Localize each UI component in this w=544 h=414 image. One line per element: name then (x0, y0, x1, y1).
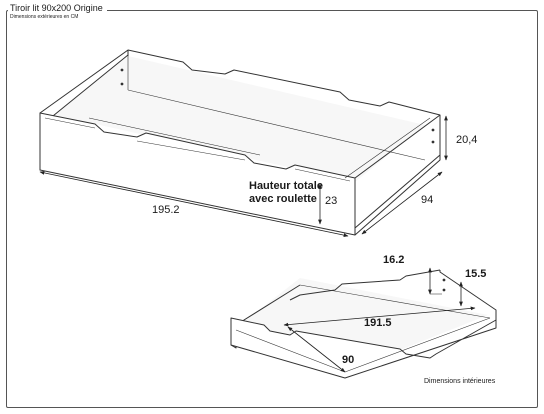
inner-height-label: 15.5 (465, 268, 487, 280)
outer-drawer (39, 49, 441, 236)
total-height-caption: Hauteur totale avec roulette (249, 180, 323, 205)
outer-drawer-floor (55, 56, 425, 182)
interior-caption: Dimensions intérieures (424, 378, 496, 385)
total-height-label: 23 (325, 195, 338, 207)
outer-height-label: 20,4 (456, 134, 478, 146)
page-subtitle: Dimensions extérieures en CM (10, 14, 79, 20)
inner-length-label: 191.5 (364, 317, 392, 329)
inner-depth-dim (287, 326, 346, 373)
page-title: Tiroir lit 90x200 Origine (10, 3, 103, 13)
notch-label: 16.2 (383, 254, 405, 266)
inner-length-dim (283, 306, 476, 327)
title-block: Tiroir lit 90x200 Origine Dimensions ext… (8, 3, 107, 21)
outer-drawer-back-top (127, 49, 441, 116)
outer-dimensions (39, 115, 448, 238)
outer-length-label: 195.2 (152, 204, 180, 216)
outer-length-dim (39, 170, 349, 238)
drawing-frame (6, 10, 538, 408)
inner-dimensions (283, 267, 476, 373)
inner-drawer-back-top (289, 269, 441, 301)
outer-depth-label: 94 (421, 194, 434, 206)
outer-depth-dim (361, 171, 443, 235)
inner-depth-label: 90 (342, 354, 355, 366)
